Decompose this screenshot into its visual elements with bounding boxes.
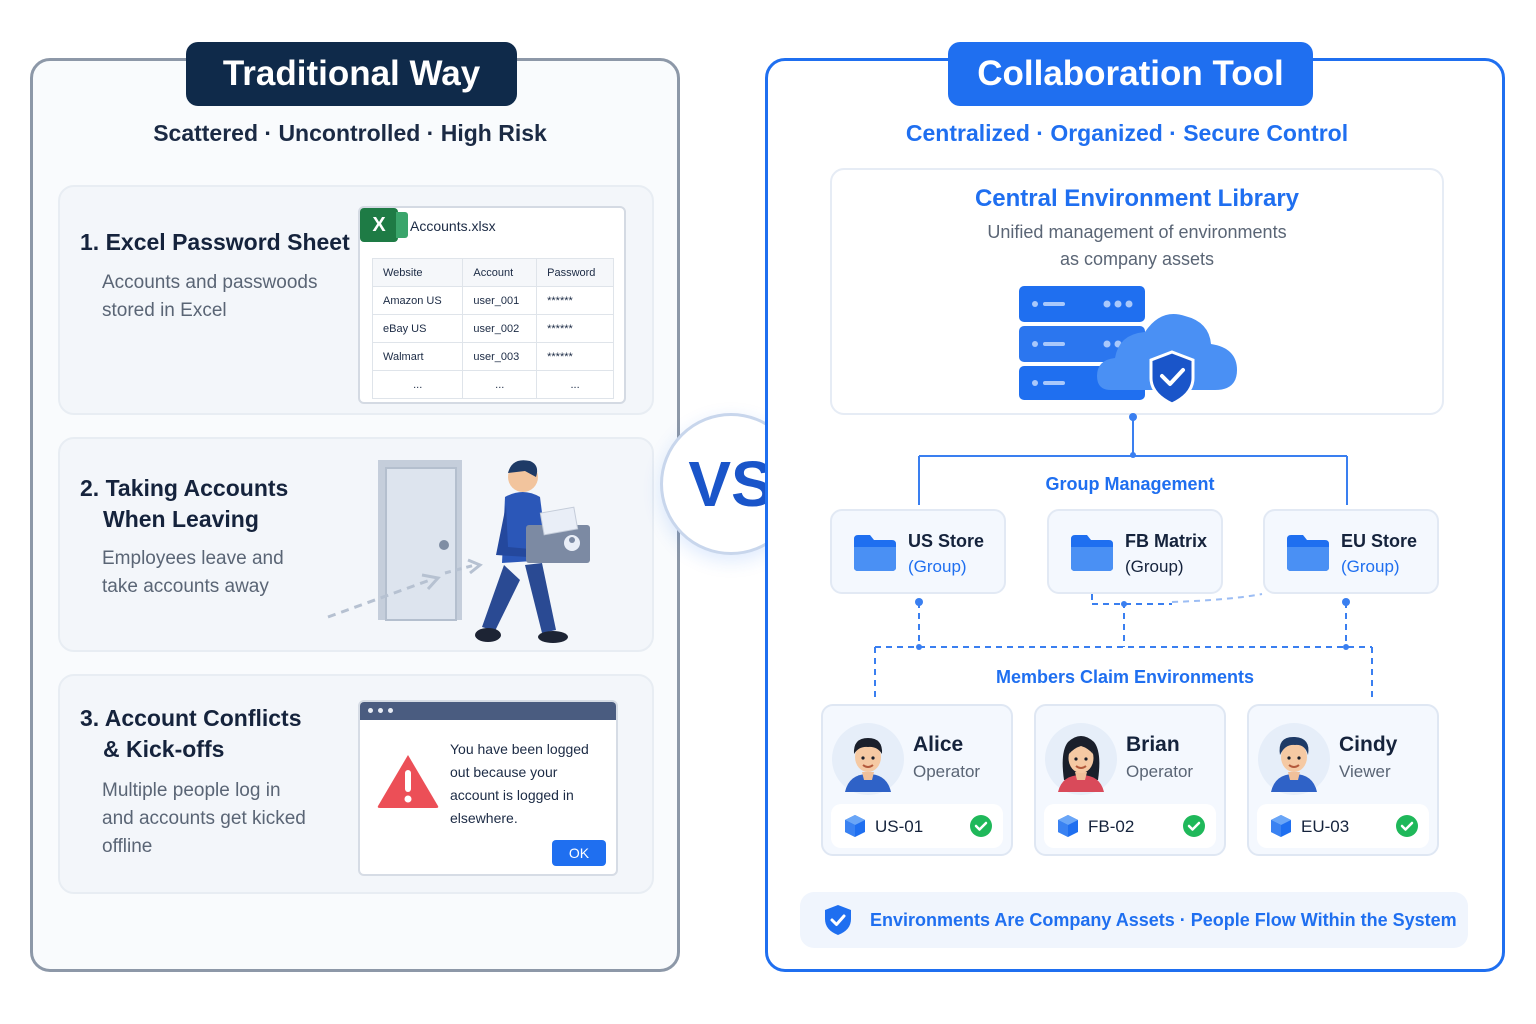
table-row: eBay US user_002 ****** bbox=[371, 314, 614, 343]
alert-message: You have been logged out because your ac… bbox=[450, 738, 610, 830]
member-card-alice[interactable]: Alice Operator US-01 bbox=[821, 704, 1013, 856]
library-title: Central Environment Library bbox=[974, 185, 1300, 212]
traditional-header: Traditional Way bbox=[186, 42, 517, 106]
collaboration-subtitle: Centralized · Organized · Secure Control bbox=[905, 120, 1349, 146]
library-desc: Unified management of environments as co… bbox=[830, 219, 1444, 273]
member-name: Brian bbox=[1126, 733, 1180, 756]
cube-icon bbox=[845, 815, 865, 837]
logout-alert-window: You have been logged out because your ac… bbox=[358, 700, 618, 876]
col-header: Password bbox=[536, 258, 614, 287]
card1-desc-1: Accounts and passwoods bbox=[102, 272, 318, 293]
col-header: Account bbox=[462, 258, 538, 287]
card2-desc-2: take accounts away bbox=[102, 576, 269, 597]
alert-line: account is logged in bbox=[450, 787, 574, 803]
table-row: Walmart user_003 ****** bbox=[371, 342, 614, 371]
card3-desc-1: Multiple people log in bbox=[102, 780, 281, 801]
excel-sheet: X Accounts.xlsx Website Account Password… bbox=[358, 206, 626, 404]
library-desc-line: Unified management of environments bbox=[987, 222, 1287, 242]
password-table: Website Account Password Amazon US user_… bbox=[371, 258, 614, 399]
group-card-eu-store[interactable]: EU Store (Group) bbox=[1263, 509, 1439, 594]
member-card-brian[interactable]: Brian Operator FB-02 bbox=[1034, 704, 1226, 856]
table-row: ... ... ... bbox=[371, 370, 614, 399]
folder-icon bbox=[854, 535, 896, 571]
group-sub: (Group) bbox=[1125, 557, 1184, 576]
table-cell: ... bbox=[371, 370, 464, 399]
environment-code: FB-02 bbox=[1088, 817, 1135, 836]
member-name: Cindy bbox=[1339, 733, 1398, 756]
card3-desc-2: and accounts get kicked bbox=[102, 808, 306, 829]
group-name: US Store bbox=[908, 531, 985, 551]
warning-icon bbox=[377, 755, 439, 808]
assets-footer: Environments Are Company Assets · People… bbox=[800, 892, 1468, 948]
environment-row[interactable]: EU-03 bbox=[1257, 804, 1429, 848]
ok-button[interactable]: OK bbox=[552, 840, 606, 866]
cube-icon bbox=[1271, 815, 1291, 837]
member-role: Operator bbox=[913, 762, 981, 781]
table-cell: eBay US bbox=[371, 314, 464, 343]
card2-desc-1: Employees leave and bbox=[102, 548, 284, 569]
group-management-label: Group Management bbox=[1045, 474, 1215, 494]
table-cell: ****** bbox=[536, 314, 614, 343]
employee-leaving-illustration bbox=[320, 455, 610, 650]
group-name: FB Matrix bbox=[1125, 531, 1208, 551]
cube-icon bbox=[1058, 815, 1078, 837]
environment-code: EU-03 bbox=[1301, 817, 1350, 836]
check-circle-icon bbox=[970, 815, 992, 837]
male-avatar-icon bbox=[832, 723, 904, 795]
female-avatar-icon bbox=[1045, 723, 1117, 795]
table-cell: ****** bbox=[536, 286, 614, 315]
table-header-row: Website Account Password bbox=[371, 258, 614, 287]
card2-title-2: When Leaving bbox=[103, 506, 259, 532]
library-desc-line: as company assets bbox=[1059, 249, 1215, 269]
group-name: EU Store bbox=[1341, 531, 1418, 551]
table-cell: user_003 bbox=[462, 342, 538, 371]
members-claim-label: Members Claim Environments bbox=[995, 667, 1255, 687]
window-title-bar bbox=[360, 702, 616, 720]
card3-title-1: 3. Account Conflicts bbox=[80, 705, 302, 731]
alert-line: elsewhere. bbox=[450, 810, 518, 826]
alert-line: out because your bbox=[450, 764, 558, 780]
door-person-icon bbox=[327, 460, 590, 643]
card1-desc-2: stored in Excel bbox=[102, 300, 227, 321]
traditional-subtitle: Scattered · Uncontrolled · High Risk bbox=[153, 120, 547, 146]
card2-title-1: 2. Taking Accounts bbox=[80, 475, 289, 501]
collaboration-header: Collaboration Tool bbox=[948, 42, 1313, 106]
card3-desc-3: offline bbox=[102, 836, 153, 857]
folder-icon bbox=[1071, 535, 1113, 571]
alert-line: You have been logged bbox=[450, 741, 589, 757]
group-card-us-store[interactable]: US Store (Group) bbox=[830, 509, 1006, 594]
footer-text: Environments Are Company Assets · People… bbox=[870, 910, 1457, 930]
environment-row[interactable]: US-01 bbox=[831, 804, 1003, 848]
card1-title: 1. Excel Password Sheet bbox=[80, 229, 350, 255]
group-sub: (Group) bbox=[1341, 557, 1400, 576]
member-role: Viewer bbox=[1339, 762, 1391, 781]
group-sub: (Group) bbox=[908, 557, 967, 576]
check-circle-icon bbox=[1183, 815, 1205, 837]
environment-code: US-01 bbox=[875, 817, 924, 836]
sheet-file-name: Accounts.xlsx bbox=[410, 218, 496, 234]
table-cell: ... bbox=[536, 370, 614, 399]
member-role: Operator bbox=[1126, 762, 1194, 781]
folder-icon bbox=[1287, 535, 1329, 571]
card3-title-2: & Kick-offs bbox=[103, 736, 225, 762]
group-card-fb-matrix[interactable]: FB Matrix (Group) bbox=[1047, 509, 1223, 594]
col-header: Website bbox=[371, 258, 464, 287]
server-cloud-icon bbox=[1019, 286, 1237, 406]
member-card-cindy[interactable]: Cindy Viewer EU-03 bbox=[1247, 704, 1439, 856]
male-avatar-icon bbox=[1258, 723, 1330, 795]
excel-icon: X bbox=[360, 208, 408, 242]
member-name: Alice bbox=[913, 733, 964, 756]
shield-check-icon bbox=[825, 905, 851, 935]
check-circle-icon bbox=[1396, 815, 1418, 837]
environment-row[interactable]: FB-02 bbox=[1044, 804, 1216, 848]
